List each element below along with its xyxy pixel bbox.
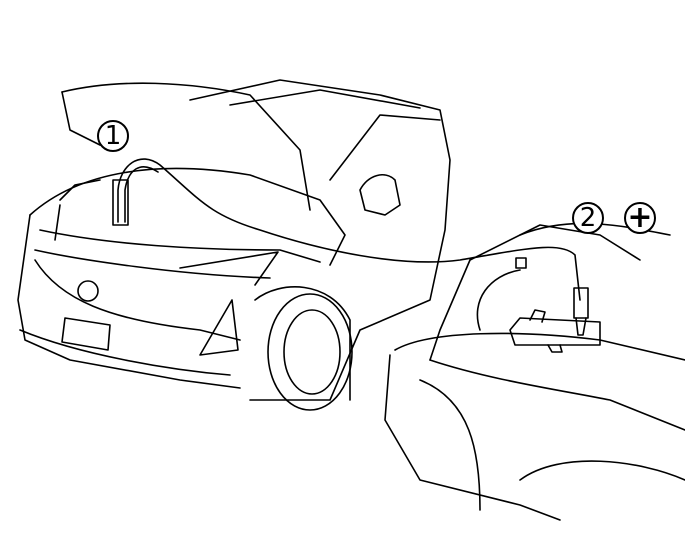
booster-vehicle (384, 222, 685, 521)
disabled-vehicle (17, 79, 451, 411)
callout-step-1: 1 (97, 120, 129, 152)
positive-terminal-icon: + (624, 202, 656, 234)
jumper-cable (112, 158, 589, 336)
callout-step-2: 2 (572, 202, 604, 234)
